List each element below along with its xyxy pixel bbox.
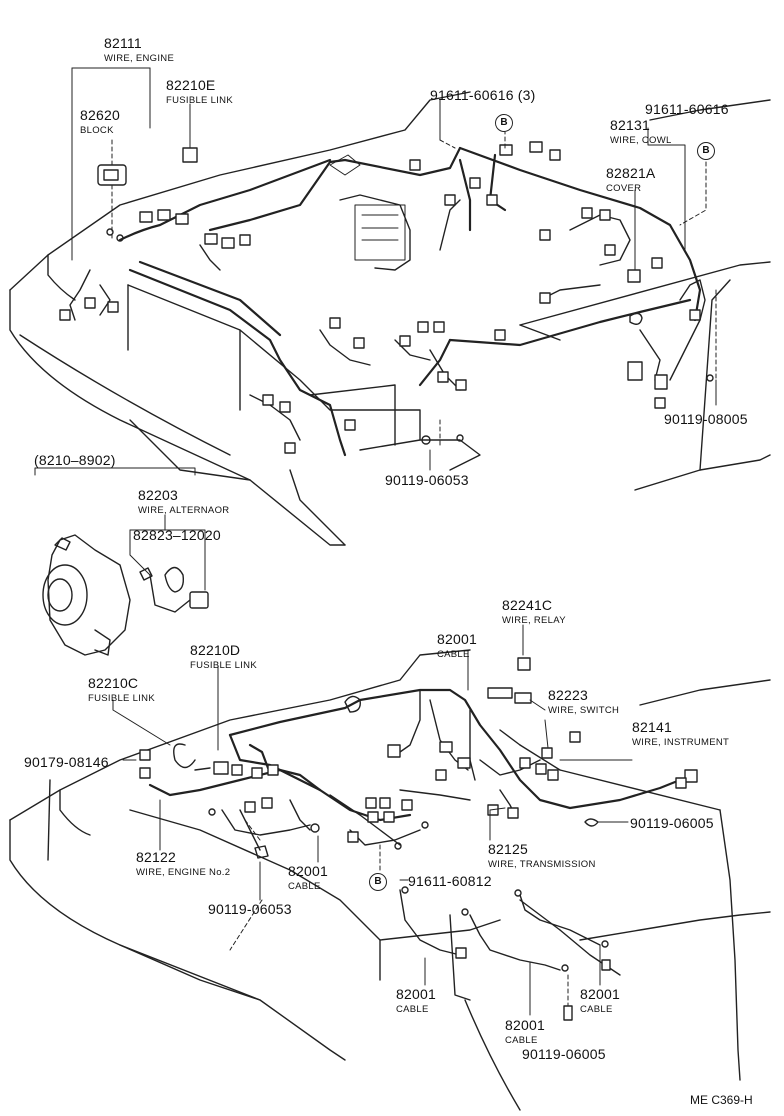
- alternator-insert: [34, 467, 209, 656]
- label-82620: 82620 BLOCK: [80, 108, 120, 136]
- part-number: 82001: [580, 986, 620, 1002]
- part-number: (8210–8902): [34, 452, 116, 468]
- label-82203: 82203 WIRE, ALTERNAOR: [138, 488, 229, 516]
- part-name: CABLE: [288, 881, 321, 892]
- part-number: 90119-06005: [630, 815, 714, 831]
- part-number: 91611-60616 (3): [430, 87, 536, 103]
- part-number: 82001: [288, 863, 328, 879]
- part-number: 82203: [138, 487, 178, 503]
- label-82210e: 82210E FUSIBLE LINK: [166, 78, 233, 106]
- part-number: 82223: [548, 687, 588, 703]
- part-number: 82210C: [88, 675, 139, 691]
- label-82125: 82125 WIRE, TRANSMISSION: [488, 842, 596, 870]
- part-number: 91611-60616: [645, 101, 729, 117]
- part-number: 90179-08146: [24, 754, 109, 770]
- bolt-marker-b: B: [697, 142, 715, 160]
- part-number: 82001: [437, 631, 477, 647]
- part-name: WIRE, INSTRUMENT: [632, 737, 730, 748]
- label-82210c: 82210C FUSIBLE LINK: [88, 676, 155, 704]
- part-name: CABLE: [437, 649, 470, 660]
- drawing-code: ME C369-H: [690, 1093, 753, 1107]
- part-name: WIRE, TRANSMISSION: [488, 859, 596, 870]
- label-90119-06053-bottom: 90119-06053: [208, 902, 292, 918]
- part-number: 82620: [80, 107, 120, 123]
- label-90119-06005-bottom: 90119-06005: [522, 1047, 606, 1063]
- part-number: 90119-06005: [522, 1046, 606, 1062]
- bottom-leaders: [112, 624, 633, 1016]
- part-name: WIRE, ENGINE No.2: [136, 867, 231, 878]
- label-8210-8902: (8210–8902): [34, 453, 116, 469]
- part-name: WIRE, COWL: [610, 135, 672, 146]
- part-number: 91611-60812: [408, 873, 492, 889]
- top-body-outline: [9, 91, 771, 546]
- label-82111: 82111 WIRE, ENGINE: [104, 36, 174, 64]
- label-82131: 82131 WIRE, COWL: [610, 118, 672, 146]
- top-harness: [69, 146, 706, 457]
- part-number: 90119-08005: [664, 411, 748, 427]
- part-name: CABLE: [396, 1004, 429, 1015]
- top-connectors: [59, 141, 714, 454]
- part-name: BLOCK: [80, 125, 114, 136]
- part-name: FUSIBLE LINK: [190, 660, 257, 671]
- part-name: WIRE, ENGINE: [104, 53, 175, 64]
- part-number: 82210E: [166, 77, 216, 93]
- label-82001-bottom-right: 82001 CABLE: [580, 987, 620, 1015]
- label-91611-60616: 91611-60616: [645, 102, 729, 118]
- part-number: 90119-06053: [208, 901, 292, 917]
- label-82823-12020: 82823–12020: [133, 528, 221, 544]
- label-90119-06005-mid: 90119-06005: [630, 816, 714, 832]
- label-91611-60616-qty3: 91611-60616 (3): [430, 88, 535, 104]
- part-number: 82210D: [190, 642, 241, 658]
- part-number: 90119-06053: [385, 472, 469, 488]
- label-82241c: 82241C WIRE, RELAY: [502, 598, 566, 626]
- part-name: FUSIBLE LINK: [88, 693, 155, 704]
- part-name: FUSIBLE LINK: [166, 95, 233, 106]
- part-name: CABLE: [505, 1035, 538, 1046]
- label-82122: 82122 WIRE, ENGINE No.2: [136, 850, 230, 878]
- part-number: 82125: [488, 841, 528, 857]
- top-leaders: [71, 67, 717, 471]
- label-82001-bottom-middle: 82001 CABLE: [505, 1018, 545, 1046]
- label-90119-06053-top: 90119-06053: [385, 473, 469, 489]
- bolt-marker-b: B: [369, 873, 387, 891]
- label-90179-08146: 90179-08146: [24, 755, 109, 771]
- bottom-body-outline: [9, 649, 771, 1111]
- label-82821a: 82821A COVER: [606, 166, 655, 194]
- label-90119-08005: 90119-08005: [664, 412, 748, 428]
- bolt-marker-b: B: [495, 114, 513, 132]
- part-name: WIRE, ALTERNAOR: [138, 505, 230, 516]
- part-number: 82241C: [502, 597, 553, 613]
- part-number: 82823–12020: [133, 527, 221, 543]
- part-number: 82111: [104, 35, 142, 51]
- bottom-connectors: [139, 657, 698, 1021]
- label-82223: 82223 WIRE, SWITCH: [548, 688, 619, 716]
- label-91611-60812: 91611-60812: [408, 874, 492, 890]
- part-number: 82821A: [606, 165, 656, 181]
- label-82141: 82141 WIRE, INSTRUMENT: [632, 720, 729, 748]
- part-name: COVER: [606, 183, 642, 194]
- part-name: WIRE, SWITCH: [548, 705, 620, 716]
- part-name: CABLE: [580, 1004, 613, 1015]
- part-name: WIRE, RELAY: [502, 615, 566, 626]
- label-82001-mid: 82001 CABLE: [288, 864, 328, 892]
- part-number: 82122: [136, 849, 176, 865]
- part-number: 82001: [505, 1017, 545, 1033]
- part-number: 82131: [610, 117, 650, 133]
- label-82001-bottom-left: 82001 CABLE: [396, 987, 436, 1015]
- label-82001-top: 82001 CABLE: [437, 632, 477, 660]
- bottom-harness: [148, 688, 682, 971]
- part-number: 82141: [632, 719, 672, 735]
- label-82210d: 82210D FUSIBLE LINK: [190, 643, 257, 671]
- part-number: 82001: [396, 986, 436, 1002]
